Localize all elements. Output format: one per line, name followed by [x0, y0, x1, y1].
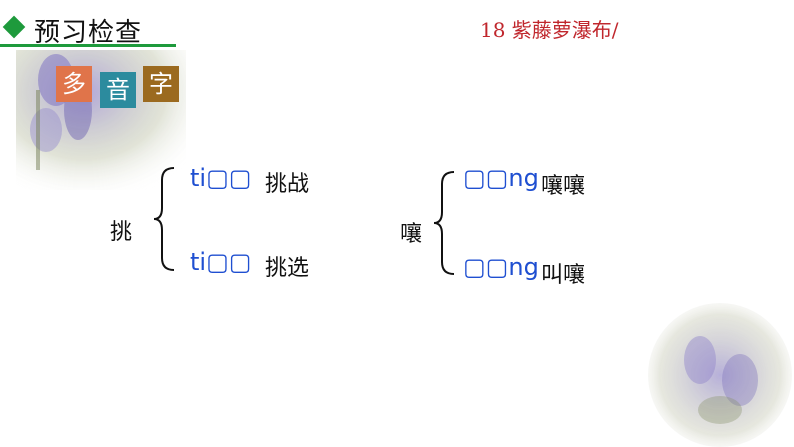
- pinyin-entry: ti▢▢: [190, 248, 252, 276]
- word-entry: 嚷嚷: [541, 174, 586, 199]
- pinyin-entry: ▢▢ng: [463, 164, 539, 192]
- brace-right: [433, 171, 455, 275]
- char-tiao: 挑: [110, 220, 133, 245]
- pinyin-entry: ti▢▢: [190, 164, 252, 192]
- word-entry: 挑战: [265, 172, 310, 197]
- wisteria-image-right: [648, 303, 792, 447]
- tag-yin: 音: [100, 72, 136, 108]
- lesson-title: 18 紫藤萝瀑布/: [480, 18, 619, 42]
- title-underline: [0, 44, 176, 47]
- brace-left: [153, 167, 175, 271]
- word-entry: 挑选: [265, 256, 310, 281]
- pinyin-entry: ▢▢ng: [463, 253, 539, 281]
- header: 预习检查 18 紫藤萝瀑布/: [0, 0, 794, 50]
- tag-duo: 多: [56, 66, 92, 102]
- page-title: 预习检查: [34, 18, 143, 48]
- word-entry: 叫嚷: [541, 263, 586, 288]
- char-rang: 嚷: [400, 222, 423, 247]
- diamond-icon: [2, 15, 26, 39]
- tag-zi: 字: [143, 66, 179, 102]
